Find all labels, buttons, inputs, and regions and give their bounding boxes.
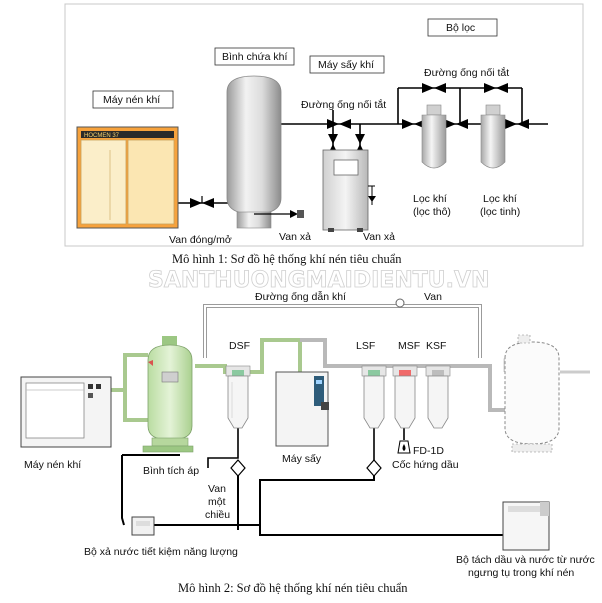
dsf-label: DSF: [229, 340, 250, 352]
check-valve-label-line3: chiều: [205, 509, 230, 521]
model-2-caption: Mô hình 2: Sơ đồ hệ thống khí nén tiêu c…: [178, 581, 408, 595]
pipe-dsf-dryer: [252, 338, 302, 374]
valve-icon[interactable]: [444, 119, 468, 129]
model-1-caption: Mô hình 1: Sơ đồ hệ thống khí nén tiêu c…: [172, 252, 402, 266]
separator-label-line2: ngưng tụ trong khí nén: [468, 567, 574, 579]
valve-icon[interactable]: [422, 83, 446, 93]
bypass-label-filters: Đường ống nối tắt: [424, 66, 509, 79]
compressor-label-box: [92, 90, 174, 109]
drain-collector-main: [259, 525, 520, 536]
storage-tank: [226, 75, 304, 229]
drain-saver: [131, 516, 155, 536]
filter-ksf: [425, 365, 451, 429]
lsf-label: LSF: [356, 340, 375, 352]
compressor-label: Máy nén khí: [24, 459, 81, 471]
pipe-compressor-tank: [110, 353, 148, 392]
compressor-display-label: HOCMEN 37: [84, 133, 120, 139]
model-1-diagram: HOCMEN 37: [64, 3, 584, 266]
filter-lsf: [361, 365, 387, 429]
check-valve-icon[interactable]: [366, 459, 382, 477]
pipe-compressor-lower: [123, 390, 148, 422]
compressor-unit: HOCMEN 37: [76, 126, 179, 229]
watermark-text: SANTHUONGMAIDIENTU.VN: [148, 268, 489, 293]
tank-label: Bình chứa khí: [222, 51, 287, 63]
compressor-label: Máy nén khí: [103, 94, 160, 106]
drain-line-tank: [121, 455, 125, 526]
pipe-dryer-lsf: [300, 338, 350, 368]
coarse-filter-label: Lọc khí: [413, 193, 447, 205]
dryer-unit: [275, 371, 329, 447]
drain-line-dsf: [207, 420, 239, 468]
filter-group-label: Bộ lọc: [446, 22, 475, 34]
dryer-label: Máy sấy khí: [318, 59, 374, 71]
ksf-label: KSF: [426, 340, 446, 352]
filter-dsf: [225, 365, 251, 429]
end-receiver-tank: [504, 334, 560, 453]
oil-cup-label: Cốc hứng dầu: [392, 459, 459, 471]
oil-cup: [397, 440, 411, 454]
oil-water-separator: [502, 501, 550, 551]
valve-icon[interactable]: [190, 196, 214, 208]
check-valve-label-line2: một: [208, 496, 226, 508]
supply-valve-label: Van: [424, 291, 442, 303]
model-2-diagram: Đường ống dẫn khí Van DSF LSF MSF KSF FD…: [20, 290, 595, 595]
supply-line-label: Đường ống dẫn khí: [255, 290, 346, 303]
check-valve-icon[interactable]: [230, 459, 246, 477]
dryer-drain-label: Van xả: [363, 231, 395, 243]
check-valve-label: Van: [208, 483, 226, 495]
drain-collector: [150, 470, 375, 526]
compressor-unit: [20, 376, 112, 448]
pipe-filters-tank: [350, 364, 505, 412]
receiver-tank: [142, 336, 194, 453]
coarse-filter-sublabel: (lọc thô): [413, 206, 451, 218]
tank-label-box: [214, 47, 295, 66]
tank-drain-label: Van xả: [279, 231, 311, 243]
dryer-label: Máy sấy: [282, 453, 322, 465]
fine-filter-label: Lọc khí: [483, 193, 517, 205]
valve-icon[interactable]: [484, 83, 508, 93]
valve-label: Van đóng/mở: [169, 234, 232, 246]
drain-saver-label: Bộ xả nước tiết kiệm năng lượng: [84, 546, 238, 558]
fine-filter: [480, 104, 506, 169]
dryer-label-box: [309, 55, 385, 74]
supply-valve-icon[interactable]: [395, 298, 405, 308]
coarse-filter: [421, 104, 447, 169]
supply-pipe-loop-inner: [204, 305, 481, 358]
bypass-label-dryer: Đường ống nối tắt: [301, 98, 386, 111]
separator-label: Bộ tách dầu và nước từ nước: [456, 554, 595, 566]
valve-icon[interactable]: [327, 119, 351, 129]
dryer-unit: [322, 149, 376, 232]
filter-group-label-box: [427, 18, 498, 37]
fd-label: FD-1D: [413, 445, 444, 457]
filter-msf: [392, 365, 418, 429]
fine-filter-sublabel: (lọc tinh): [480, 206, 520, 218]
valve-icon[interactable]: [505, 119, 529, 129]
tank-label: Bình tích áp: [143, 465, 199, 477]
msf-label: MSF: [398, 340, 420, 352]
